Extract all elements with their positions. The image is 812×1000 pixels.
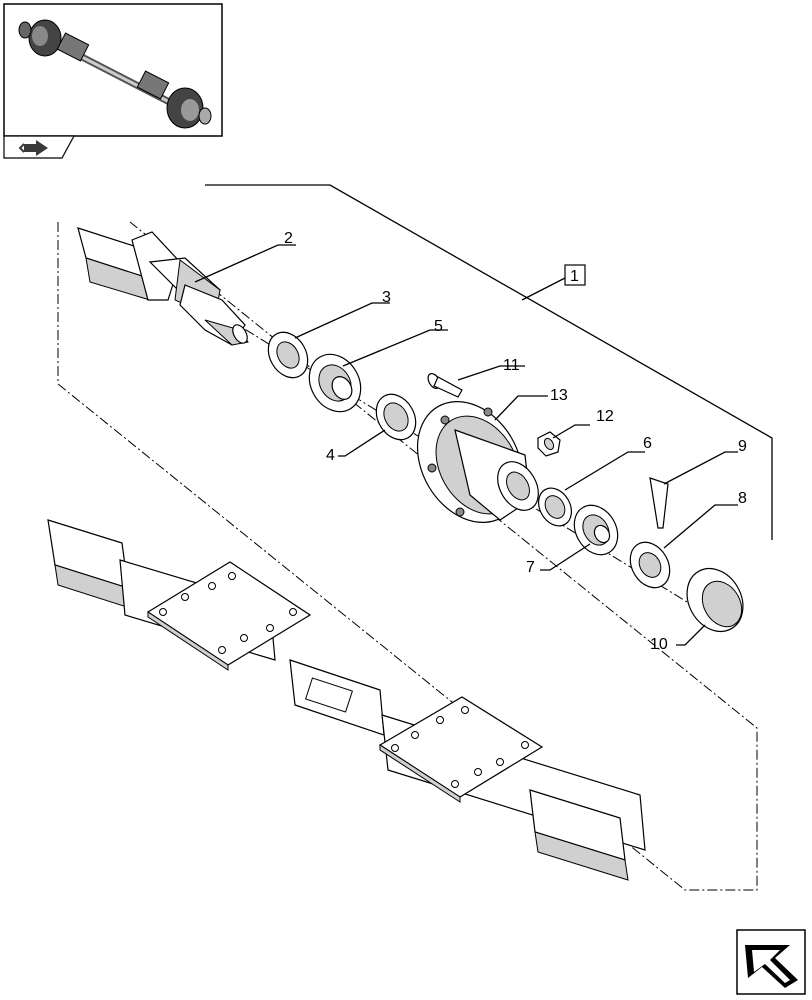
wheel-stud (427, 373, 463, 398)
axle-assembly-thumbnail-icon (18, 19, 212, 129)
axle-thumbnail[interactable] (3, 3, 223, 137)
callout-4: 4 (326, 447, 335, 464)
callout-9: 9 (738, 438, 747, 455)
mounting-plate-right (378, 696, 544, 803)
axle-beam-lower (47, 519, 646, 881)
callout-13: 13 (550, 387, 568, 404)
reference-box (564, 264, 586, 286)
reference-box-label: 1 (570, 268, 579, 285)
callout-3: 3 (382, 289, 391, 306)
callout-7: 7 (526, 559, 535, 576)
callout-2: 2 (284, 230, 293, 247)
callout-5: 5 (434, 318, 443, 335)
reference-bracket: 1 (205, 184, 773, 540)
hub (416, 401, 539, 523)
thrust-washer (267, 331, 309, 379)
mounting-plate-left (146, 561, 312, 671)
callout-10: 10 (650, 636, 668, 653)
next-page-arrow-icon[interactable] (736, 929, 806, 995)
cotter-pin (649, 477, 669, 529)
callout-labels: 2 3 4 5 6 7 8 9 10 11 12 13 (284, 230, 747, 653)
seal (375, 393, 417, 441)
callout-11: 11 (503, 357, 520, 374)
castle-nut (629, 541, 671, 589)
wheel-nut (537, 431, 561, 457)
leader-lines (194, 244, 738, 646)
axle-beam-upper (77, 227, 222, 319)
back-arrow-icon[interactable] (3, 135, 76, 159)
callout-6: 6 (643, 435, 652, 452)
callout-8: 8 (738, 490, 747, 507)
axle-outline (57, 221, 758, 891)
outer-race (538, 487, 572, 527)
outer-bearing (573, 504, 619, 556)
beam-label-plate (304, 677, 354, 713)
hub-cap (686, 568, 744, 632)
spindle (179, 284, 249, 346)
inner-bearing (308, 353, 362, 413)
callout-12: 12 (596, 408, 614, 425)
